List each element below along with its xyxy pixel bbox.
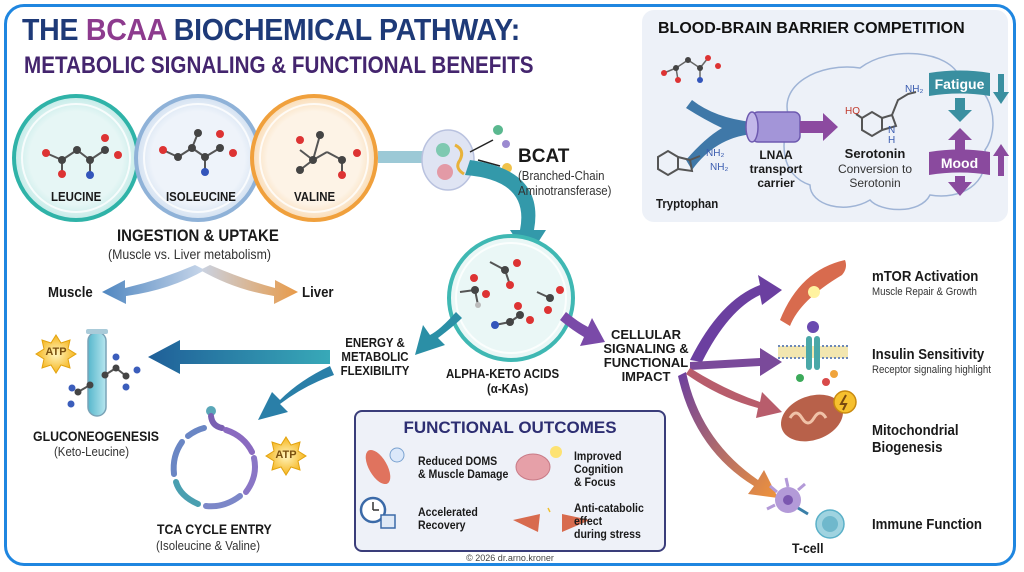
immune-title: Immune Function [872, 516, 982, 533]
keto-to-energy-arrow [415, 312, 462, 355]
atp-badge-tca [265, 436, 307, 476]
tcell-label: T-cell [792, 540, 824, 556]
title-suffix: BIOCHEMICAL PATHWAY: [166, 12, 521, 47]
signaling-label: CELLULAR SIGNALING & FUNCTIONAL IMPACT [603, 327, 689, 384]
energy-label: ENERGY & METABOLIC FLEXIBILITY [340, 335, 410, 378]
muscle-arrow [102, 265, 205, 304]
keto-acid-circle [447, 234, 575, 362]
muscle-label: Muscle [48, 284, 93, 301]
muscle-fiber-icon [780, 260, 846, 326]
tca-subtitle: (Isoleucine & Valine) [156, 538, 261, 553]
energy-to-tca-arrow [258, 366, 334, 420]
tca-title: TCA CYCLE ENTRY [157, 521, 272, 537]
keto-acids-subtitle: (α-KAs) [487, 381, 529, 396]
insulin-subtitle: Receptor signaling highlight [872, 364, 991, 376]
ingestion-subtitle: (Muscle vs. Liver metabolism) [108, 246, 271, 262]
valine-molecule [296, 131, 361, 179]
tryptophan-nh2-a: NH₂ [706, 148, 725, 159]
bcat-enzyme [421, 125, 512, 191]
tryptophan-label: Tryptophan [656, 196, 719, 211]
tca-cycle-icon [170, 406, 258, 510]
atp-label-tca: ATP [275, 449, 297, 461]
ingestion-title: INGESTION & UPTAKE [117, 226, 279, 245]
serotonin-ho-label: HO [845, 106, 860, 117]
bbb-title: BLOOD-BRAIN BARRIER COMPETITION [658, 20, 965, 37]
title-highlight: BCAA [85, 12, 167, 47]
bcat-line2: Aminotransferase) [518, 183, 612, 198]
leucine-molecule [42, 134, 122, 179]
uptake-bar [378, 151, 430, 163]
valine-label: VALINE [294, 189, 336, 204]
leucine-label: LEUCINE [51, 189, 102, 204]
main-subtitle: METABOLIC SIGNALING & FUNCTIONAL BENEFIT… [24, 52, 534, 79]
isoleucine-circle [134, 94, 262, 222]
mitochondrial-title: Mitochondrial Biogenesis [872, 422, 959, 456]
isoleucine-molecule [159, 129, 237, 176]
tryptophan-nh2-b: NH₂ [710, 162, 729, 173]
copyright: © 2026 dr.arno.kroner [466, 553, 554, 563]
serotonin-nh2-label: NH₂ [905, 84, 924, 95]
liver-label: Liver [302, 284, 334, 301]
lnaa-carrier-label: LNAA transport carrier [749, 148, 803, 190]
leucine-circle [12, 94, 140, 222]
bcat-to-keto-arrow [465, 160, 546, 258]
bcat-line1: (Branched-Chain [518, 168, 605, 183]
mitochondrion-icon [781, 390, 857, 442]
functional-outcomes-title: FUNCTIONAL OUTCOMES [403, 418, 617, 437]
bbb-panel [642, 10, 1008, 222]
mtor-subtitle: Muscle Repair & Growth [872, 286, 977, 298]
receptor-icon [778, 321, 848, 386]
outcome-anticatabolic: Anti-catabolic effect during stress [574, 501, 644, 541]
insulin-title: Insulin Sensitivity [872, 346, 985, 363]
bcat-title: BCAT [518, 146, 570, 167]
mood-label: Mood [940, 155, 979, 171]
fatigue-label: Fatigue [934, 76, 985, 92]
keto-to-signaling-arrow [560, 312, 605, 346]
outcome-doms: Reduced DOMS & Muscle Damage [418, 454, 509, 481]
energy-to-gluconeogenesis-arrow [148, 340, 330, 374]
liver-arrow [200, 265, 298, 304]
immune-cell-icon [766, 477, 845, 539]
signaling-branch-arrows [678, 275, 782, 498]
gluconeogenesis-title: GLUCONEOGENESIS [33, 428, 159, 444]
serotonin-sub1: Conversion to [837, 162, 913, 176]
serotonin-title: Serotonin [844, 146, 906, 161]
outcome-recovery: Accelerated Recovery [418, 505, 478, 532]
mtor-title: mTOR Activation [872, 268, 979, 285]
outcome-cognition: Improved Cognition & Focus [574, 449, 624, 489]
atp-badge-gluconeogenesis [35, 334, 77, 374]
atp-label-gluconeogenesis: ATP [45, 346, 67, 358]
test-tube-icon [67, 329, 141, 417]
functional-outcomes-panel [354, 410, 666, 552]
serotonin-sub2: Serotonin [849, 176, 901, 190]
title-prefix: THE [22, 12, 86, 47]
isoleucine-label: ISOLEUCINE [166, 189, 236, 204]
gluconeogenesis-subtitle: (Keto-Leucine) [54, 444, 130, 459]
keto-acids-title: ALPHA-KETO ACIDS [446, 366, 560, 381]
main-title: THE BCAA BIOCHEMICAL PATHWAY: [22, 12, 520, 48]
